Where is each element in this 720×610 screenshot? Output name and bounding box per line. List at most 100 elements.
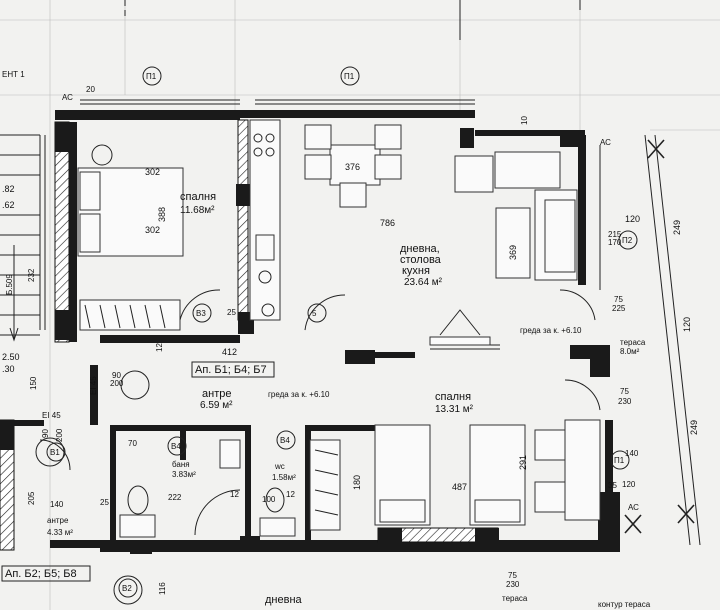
living-area: 23.64 м² <box>404 277 443 288</box>
dim-100: 100 <box>262 495 276 504</box>
dim-200-a: 200 <box>110 379 124 388</box>
entrance-left-area: 4.33 м² <box>47 528 73 537</box>
tag-s5: 5 <box>312 309 317 318</box>
dim-249-a: 249 <box>672 220 682 235</box>
dim-10: 10 <box>520 116 529 125</box>
dim-180: 180 <box>352 475 362 490</box>
dim-120-c: 120 <box>622 480 636 489</box>
dim-75-b: 75 <box>620 387 629 396</box>
dim-5509: Б.509 <box>5 274 14 295</box>
neighbor-unit-label: Ап. Б2; Б5; Б8 <box>5 568 77 580</box>
header-partial-label: ЕНТ 1 <box>2 70 25 79</box>
dim-302-b: 302 <box>145 225 160 235</box>
dim-75-a: 75 <box>614 295 623 304</box>
bedroom-right-furniture <box>309 379 601 531</box>
dim-205: 205 <box>27 491 36 505</box>
terrace-right-area: 8.0м² <box>620 347 640 356</box>
neighbor-room-label: дневна <box>265 594 303 606</box>
dim-215: 215 <box>608 230 622 239</box>
tag-v1: В1 <box>50 448 60 457</box>
dim-75-c: 75 <box>508 571 517 580</box>
dim-388: 388 <box>157 207 167 222</box>
dim-116: 116 <box>158 582 167 595</box>
dim-62: .62 <box>2 200 15 210</box>
dim-25-a: 25 <box>100 498 109 507</box>
living-name-1: дневна, <box>400 243 440 255</box>
sanitary-fixtures <box>35 370 296 605</box>
bath-name: баня <box>172 460 190 469</box>
tag-v2: В2 <box>122 584 132 593</box>
dim-225: 225 <box>612 304 626 313</box>
unit-label-frame <box>191 361 275 378</box>
bedroom-left-area: 11.68м² <box>180 205 215 216</box>
dim-12-c: 12 <box>155 343 164 352</box>
wc-area: 1.58м² <box>272 473 296 482</box>
entrance-area: 6.59 м² <box>200 400 233 411</box>
tag-v3: В3 <box>196 309 206 318</box>
dim-20: 20 <box>86 85 95 94</box>
dim-82: .82 <box>2 184 15 194</box>
tag-el45-b: ЕІ 45 <box>42 411 61 420</box>
living-name-3: кухня <box>402 265 430 277</box>
dim-786: 786 <box>380 218 395 228</box>
neighbor-label-frame <box>1 565 91 582</box>
dim-120-b: 120 <box>682 317 692 332</box>
tag-ac-a: АС <box>62 93 73 102</box>
tag-p1-a: П1 <box>146 72 157 81</box>
dim-150: 150 <box>29 376 38 390</box>
tag-el45-a: ЕІ 45 <box>89 376 98 395</box>
tag-ac-b: АС <box>600 138 611 147</box>
dim-120-a: 120 <box>625 214 640 224</box>
dim-230: 230 <box>618 397 632 406</box>
bedroom-right-name: спалня <box>435 391 471 403</box>
bedroom-left-furniture <box>77 144 221 331</box>
contour-text: контур тераса <box>598 600 651 609</box>
dim-291: 291 <box>518 455 528 470</box>
tag-p2: П2 <box>622 236 633 245</box>
dim-250: 2.50 <box>2 352 20 362</box>
tag-p1-c: П1 <box>614 456 625 465</box>
dim-376: 376 <box>345 162 360 172</box>
entrance-left-name: антре <box>47 516 69 525</box>
stairs <box>0 134 40 342</box>
terrace-bottom-name: тераса <box>502 594 528 603</box>
dim-35: 35 <box>608 481 617 490</box>
dim-12-a: 12 <box>230 490 239 499</box>
dim-249-b: 249 <box>689 420 699 435</box>
dim-232: 232 <box>27 268 36 282</box>
dim-487: 487 <box>452 482 467 492</box>
living-furniture <box>249 119 596 346</box>
dim-369: 369 <box>508 245 518 260</box>
windows <box>39 99 701 546</box>
labels: ЕНТ 1 Ап. Б1; Б4; Б7 Ап. Б2; Б5; Б8 днев… <box>2 70 699 609</box>
tag-ac-c: АС <box>628 503 639 512</box>
dim-170: 170 <box>608 238 622 247</box>
beam-entrance-note: греда за к. +6.10 <box>268 390 330 399</box>
entrance-name: антре <box>202 388 231 400</box>
beam-living-note: греда за к. +6.10 <box>520 326 582 335</box>
living-name-2: столова <box>400 254 442 266</box>
dim-140-b: 140 <box>625 449 639 458</box>
dim-200-b: 200 <box>55 428 64 442</box>
dim-90-a: 90 <box>112 371 121 380</box>
dim-12-b: 12 <box>286 490 295 499</box>
dim-302-a: 302 <box>145 167 160 177</box>
tag-markers <box>46 66 638 598</box>
dim-412: 412 <box>222 347 237 357</box>
column-marks <box>624 139 695 534</box>
bedroom-right-area: 13.31 м² <box>435 404 474 415</box>
dim-230-b: 230 <box>506 580 520 589</box>
terrace-right-name: тераса <box>620 338 646 347</box>
dim-222: 222 <box>168 493 182 502</box>
unit-label: Ап. Б1; Б4; Б7 <box>195 364 267 376</box>
dim-25-b: 25 <box>227 308 236 317</box>
dim-140-a: 140 <box>50 500 64 509</box>
dim-70: 70 <box>128 439 137 448</box>
tag-v4-a: В4 <box>171 442 181 451</box>
bedroom-left-name: спалня <box>180 191 216 203</box>
tag-v4-b: В4 <box>280 436 290 445</box>
wc-name: wc <box>274 462 285 471</box>
dim-30: .30 <box>2 364 15 374</box>
